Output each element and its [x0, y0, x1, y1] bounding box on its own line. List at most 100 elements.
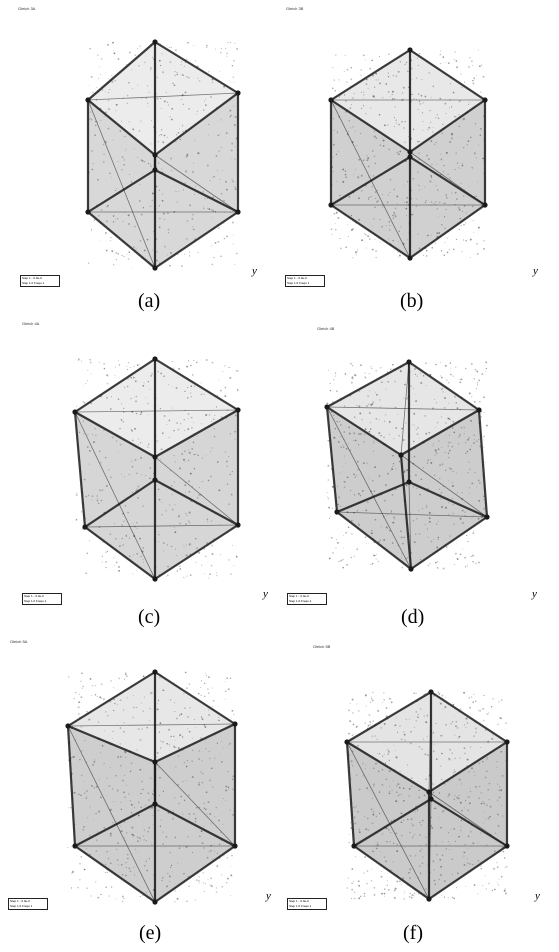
speckle-dot: [78, 701, 80, 704]
speckle-dot: [335, 538, 338, 540]
speckle-dot: [193, 812, 195, 815]
speckle-dot: [499, 717, 502, 719]
speckle-dot: [459, 378, 461, 381]
speckle-dot: [214, 242, 217, 244]
speckle-dot: [358, 218, 361, 221]
legend-box: Step 1 - 0.0e-0 Step 1.0 Frequ 1: [285, 275, 325, 287]
speckle-dot: [363, 872, 365, 874]
speckle-dot: [416, 433, 419, 435]
speckle-dot: [208, 709, 210, 711]
speckle-dot: [480, 832, 482, 834]
speckle-dot: [389, 368, 392, 371]
speckle-dot: [117, 359, 119, 361]
speckle-dot: [148, 91, 150, 94]
speckle-dot: [383, 436, 385, 439]
speckle-dot: [367, 817, 369, 820]
speckle-dot: [395, 791, 398, 794]
speckle-dot: [83, 826, 85, 828]
speckle-dot: [366, 155, 368, 157]
speckle-dot: [391, 790, 393, 792]
speckle-dot: [141, 728, 143, 730]
speckle-dot: [364, 536, 367, 539]
speckle-dot: [483, 507, 486, 510]
speckle-dot: [146, 860, 147, 862]
speckle-dot: [469, 788, 471, 790]
speckle-dot: [166, 254, 168, 256]
speckle-dot: [185, 43, 187, 45]
speckle-dot: [420, 747, 422, 749]
speckle-dot: [453, 564, 455, 565]
speckle-dot: [472, 842, 475, 845]
speckle-dot: [173, 84, 176, 87]
speckle-dot: [180, 73, 182, 75]
speckle-dot: [403, 184, 405, 186]
speckle-dot: [177, 747, 180, 750]
speckle-dot: [171, 545, 173, 548]
speckle-dot: [463, 851, 466, 854]
speckle-dot: [168, 419, 171, 422]
speckle-dot: [396, 785, 398, 787]
speckle-dot: [138, 801, 140, 804]
speckle-dot: [226, 55, 228, 57]
speckle-dot: [367, 87, 369, 89]
speckle-dot: [435, 363, 437, 366]
speckle-dot: [442, 123, 444, 126]
speckle-dot: [180, 423, 182, 425]
cube-node: [344, 739, 350, 745]
speckle-dot: [89, 806, 91, 808]
speckle-dot: [124, 135, 126, 138]
legend-line-2: Step 1.0 Frequ 1: [10, 904, 33, 908]
speckle-dot: [449, 176, 451, 179]
speckle-dot: [123, 837, 126, 839]
speckle-dot: [347, 235, 349, 237]
speckle-dot: [421, 748, 423, 750]
speckle-dot: [200, 687, 202, 688]
speckle-dot: [457, 207, 460, 209]
speckle-dot: [196, 806, 198, 809]
speckle-dot: [214, 415, 216, 417]
speckle-dot: [394, 215, 397, 218]
speckle-dot: [421, 862, 424, 865]
cube-edge: [74, 358, 156, 413]
speckle-dot: [433, 807, 436, 810]
speckle-dot: [213, 256, 215, 259]
speckle-dot: [124, 751, 127, 754]
speckle-dot: [387, 124, 389, 126]
speckle-dot: [414, 474, 417, 477]
speckle-dot: [500, 789, 503, 792]
speckle-dot: [358, 710, 360, 712]
speckle-dot: [109, 862, 112, 865]
speckle-dot: [393, 516, 396, 519]
speckle-dot: [385, 484, 387, 487]
speckle-dot: [378, 474, 381, 477]
speckle-dot: [114, 523, 116, 525]
speckle-dot: [173, 481, 175, 483]
speckle-dot: [373, 86, 376, 88]
speckle-dot: [109, 808, 112, 811]
speckle-dot: [196, 110, 199, 113]
speckle-dot: [448, 758, 451, 761]
speckle-dot: [415, 719, 418, 722]
speckle-dot: [208, 851, 210, 853]
speckle-dot: [381, 768, 384, 771]
speckle-dot: [387, 238, 389, 240]
speckle-dot: [135, 395, 137, 398]
speckle-dot: [422, 121, 424, 123]
speckle-dot: [481, 885, 483, 887]
speckle-dot: [373, 130, 376, 132]
speckle-dot: [463, 117, 465, 120]
speckle-dot: [219, 523, 221, 525]
speckle-dot: [232, 814, 235, 816]
speckle-dot: [185, 155, 188, 158]
speckle-dot: [148, 720, 150, 722]
figure-caption: (b): [400, 290, 424, 312]
speckle-dot: [339, 560, 341, 563]
speckle-dot: [130, 429, 132, 431]
speckle-dot: [198, 781, 201, 784]
speckle-dot: [227, 877, 229, 880]
speckle-dot: [236, 389, 239, 391]
speckle-dot: [479, 134, 482, 136]
speckle-dot: [151, 249, 153, 251]
speckle-dot: [421, 78, 423, 81]
speckle-dot: [447, 452, 450, 454]
